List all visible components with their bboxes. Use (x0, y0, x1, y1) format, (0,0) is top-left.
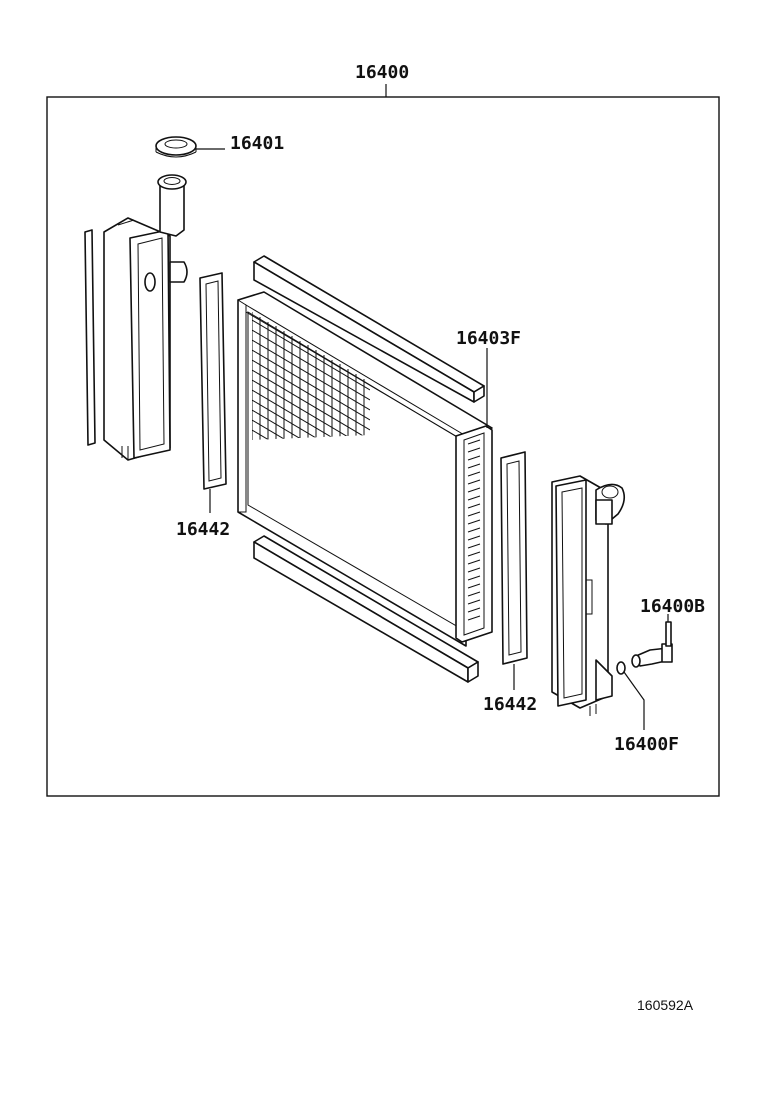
right-tank (551, 475, 626, 716)
left-tank (103, 174, 188, 461)
leader-o-ring (623, 671, 645, 730)
label-cap: 16401 (230, 133, 284, 154)
left-packing (199, 272, 227, 490)
label-drain-cock: 16400B (640, 596, 705, 617)
label-packing-left: 16442 (176, 519, 230, 540)
bottom-insulator-strip (253, 535, 479, 683)
drain-cock-plug (631, 621, 673, 668)
label-assembly: 16400 (355, 62, 409, 83)
radiator-core (237, 291, 493, 647)
reference-code: 160592A (637, 997, 694, 1013)
label-packing-right: 16442 (483, 694, 537, 715)
assembly-frame (46, 96, 720, 797)
left-seal-strip (84, 229, 96, 446)
label-core: 16403F (456, 328, 521, 349)
right-packing (500, 451, 528, 665)
label-o-ring: 16400F (614, 734, 679, 755)
radiator-cap (155, 136, 197, 158)
drain-o-ring (616, 661, 626, 675)
top-insulator-strip (253, 255, 485, 403)
